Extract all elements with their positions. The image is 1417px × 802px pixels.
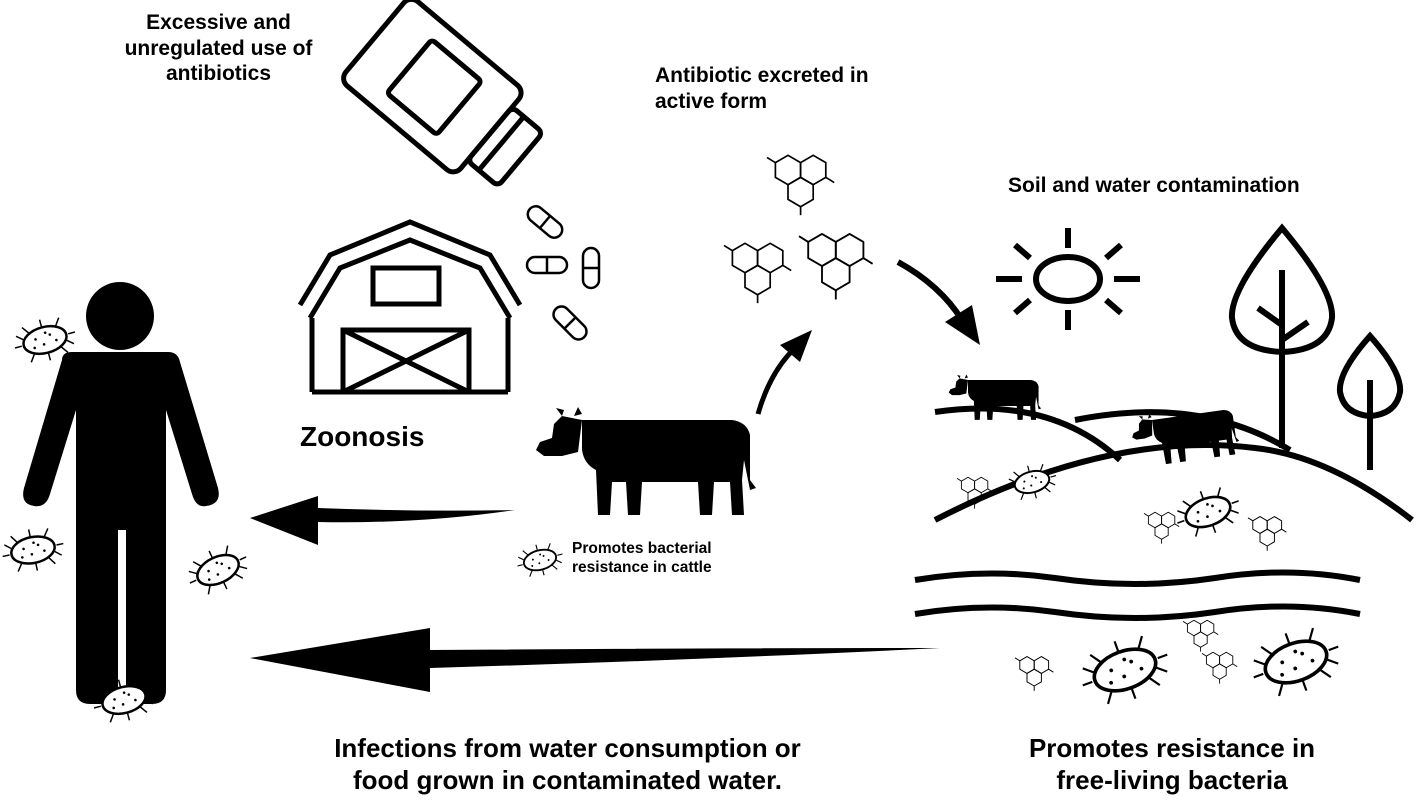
human-icon (23, 282, 219, 704)
arrow-icon (250, 628, 940, 692)
molecule-icon (723, 154, 874, 304)
cow-icon (536, 407, 756, 515)
soil-water-label: Soil and water contamination (1008, 174, 1300, 197)
barn-icon (297, 219, 523, 395)
water-waves-icon (914, 569, 1361, 621)
tree-icon (1228, 223, 1404, 470)
arrow-icon (755, 330, 812, 415)
pill-bottle-icon (341, 0, 543, 187)
infections-label: Infections from water consumption or foo… (334, 733, 801, 795)
arrow-icon (250, 496, 515, 545)
capsule-icon (523, 201, 601, 345)
excessive-use-label: Excessive and unregulated use of antibio… (124, 11, 313, 86)
zoonosis-label: Zoonosis (300, 421, 425, 452)
cow-icon (948, 374, 1242, 469)
sun-icon (996, 228, 1140, 330)
cattle-resistance-label: Promotes bacterial resistance in cattle (572, 540, 712, 576)
excreted-label: Antibiotic excreted in active form (655, 64, 869, 113)
bacteria-icon (0, 310, 1351, 730)
arrow-icon (896, 259, 980, 345)
free-living-label: Promotes resistance in free-living bacte… (1028, 733, 1316, 795)
